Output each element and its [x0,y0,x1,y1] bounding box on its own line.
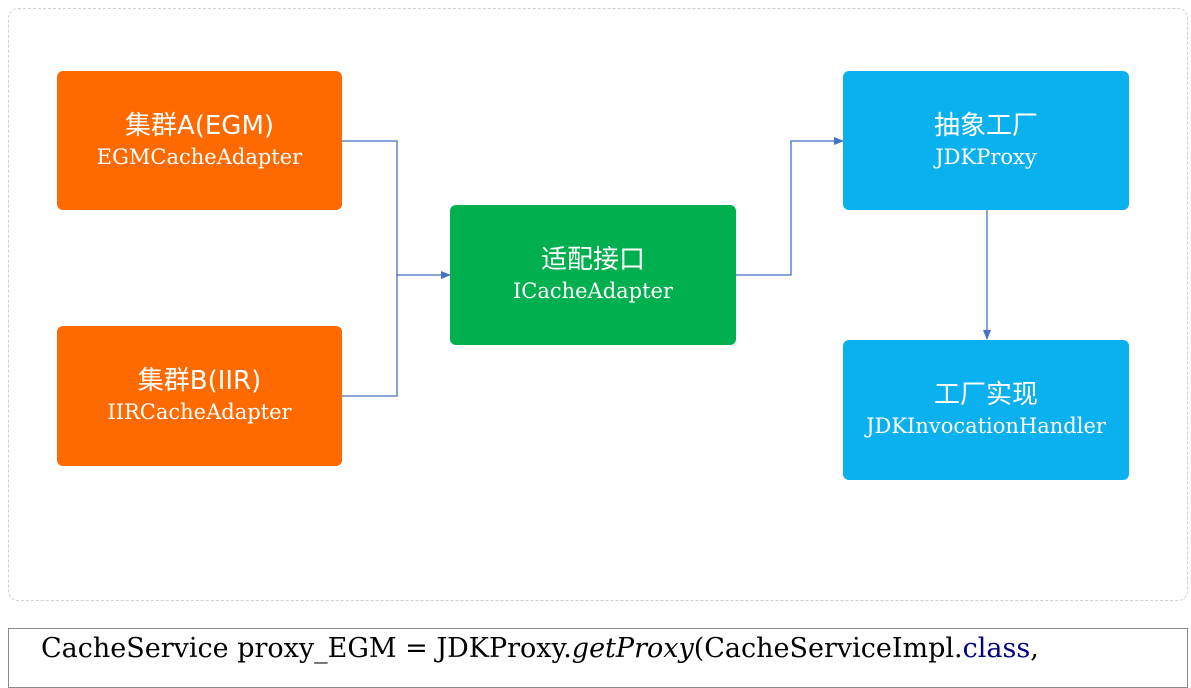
factory-impl-box: 工厂实现 JDKInvocationHandler [843,340,1129,480]
cluster-a-title: 集群A(EGM) [124,110,275,141]
cluster-a-class: EGMCacheAdapter [96,144,303,169]
connectors [342,137,991,397]
cluster-b-class: IIRCacheAdapter [107,400,292,424]
impl-title: 工厂实现 [933,380,1038,410]
cluster-b-box: 集群B(IIR) IIRCacheAdapter [57,326,342,466]
adapter-interface-box: 适配接口 ICacheAdapter [450,205,736,345]
connector-adapter-to-factory [736,137,844,276]
code-part-1: CacheService proxy_EGM = JDKProxy. [41,633,572,664]
code-method: getProxy [571,633,694,664]
diagram-frame [8,8,1188,601]
factory-class: JDKProxy [935,144,1037,169]
cluster-b-title: 集群B(IIR) [137,366,262,396]
connector-b-to-adapter [342,275,398,397]
adapter-title: 适配接口 [540,245,645,275]
code-snippet: CacheService proxy_EGM = JDKProxy.getPro… [8,628,1188,688]
code-part-2: (CacheServiceImpl. [693,633,963,664]
connector-a-to-adapter [342,140,451,279]
factory-title: 抽象工厂 [933,110,1038,141]
code-keyword: class [962,633,1031,664]
cluster-a-box: 集群A(EGM) EGMCacheAdapter [57,71,342,210]
code-part-3: , [1030,633,1039,664]
abstract-factory-box: 抽象工厂 JDKProxy [843,71,1129,210]
adapter-class: ICacheAdapter [512,279,674,303]
impl-class: JDKInvocationHandler [866,414,1106,438]
